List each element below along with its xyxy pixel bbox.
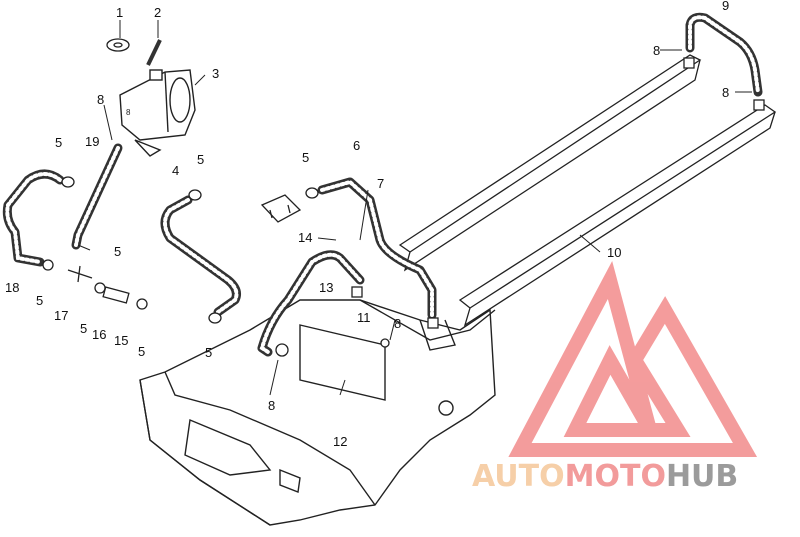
watermark-moto: MOTO — [565, 459, 666, 494]
callout-5h: 5 — [205, 345, 212, 360]
callout-6: 6 — [353, 138, 360, 153]
svg-text:AUTOMOTOHUB: AUTOMOTOHUB — [472, 459, 738, 494]
callout-17: 17 — [54, 308, 68, 323]
callout-8c: 8 — [722, 85, 729, 100]
callout-labels: 1 2 3 4 5 5 5 5 5 5 5 5 6 7 8 8 8 8 8 9 … — [5, 0, 729, 449]
callout-18: 18 — [5, 280, 19, 295]
callout-9: 9 — [722, 0, 729, 13]
callout-8e: 8 — [268, 398, 275, 413]
callout-4: 4 — [172, 163, 179, 178]
callout-8b: 8 — [653, 43, 660, 58]
heat-exchanger-rails — [398, 54, 777, 327]
callout-11: 11 — [357, 310, 371, 325]
coolant-reservoir: 8 — [119, 69, 196, 157]
callout-3: 3 — [212, 66, 219, 81]
callout-5g: 5 — [138, 344, 145, 359]
leader-lines — [77, 20, 752, 396]
mounting-bracket — [260, 194, 302, 223]
reservoir-cap — [106, 38, 130, 52]
callout-5f: 5 — [80, 321, 87, 336]
callout-5c: 5 — [302, 150, 309, 165]
callout-5b: 5 — [197, 152, 204, 167]
callout-10: 10 — [607, 245, 621, 260]
callout-12: 12 — [333, 434, 347, 449]
watermark-triangle-mark — [508, 260, 758, 457]
callout-5e: 5 — [36, 293, 43, 308]
callout-16: 16 — [92, 327, 106, 342]
callout-8d: 8 — [394, 316, 401, 331]
svg-text:8: 8 — [126, 108, 131, 117]
callout-19: 19 — [85, 134, 99, 149]
watermark-hub: HUB — [666, 459, 738, 494]
fittings — [42, 57, 765, 357]
callout-13: 13 — [319, 280, 333, 295]
chassis-tunnel — [139, 299, 496, 526]
callout-7: 7 — [377, 176, 384, 191]
overflow-tube — [146, 39, 162, 66]
hose-texture — [5, 15, 760, 354]
callout-14: 14 — [298, 230, 312, 245]
watermark-auto: AUTO — [472, 459, 565, 494]
callout-5d: 5 — [114, 244, 121, 259]
callout-15: 15 — [114, 333, 128, 348]
callout-1: 1 — [116, 5, 123, 20]
watermark-logo: AUTOMOTOHUB — [472, 260, 758, 494]
callout-8a: 8 — [97, 92, 104, 107]
callout-2: 2 — [154, 5, 161, 20]
callout-5a: 5 — [55, 135, 62, 150]
